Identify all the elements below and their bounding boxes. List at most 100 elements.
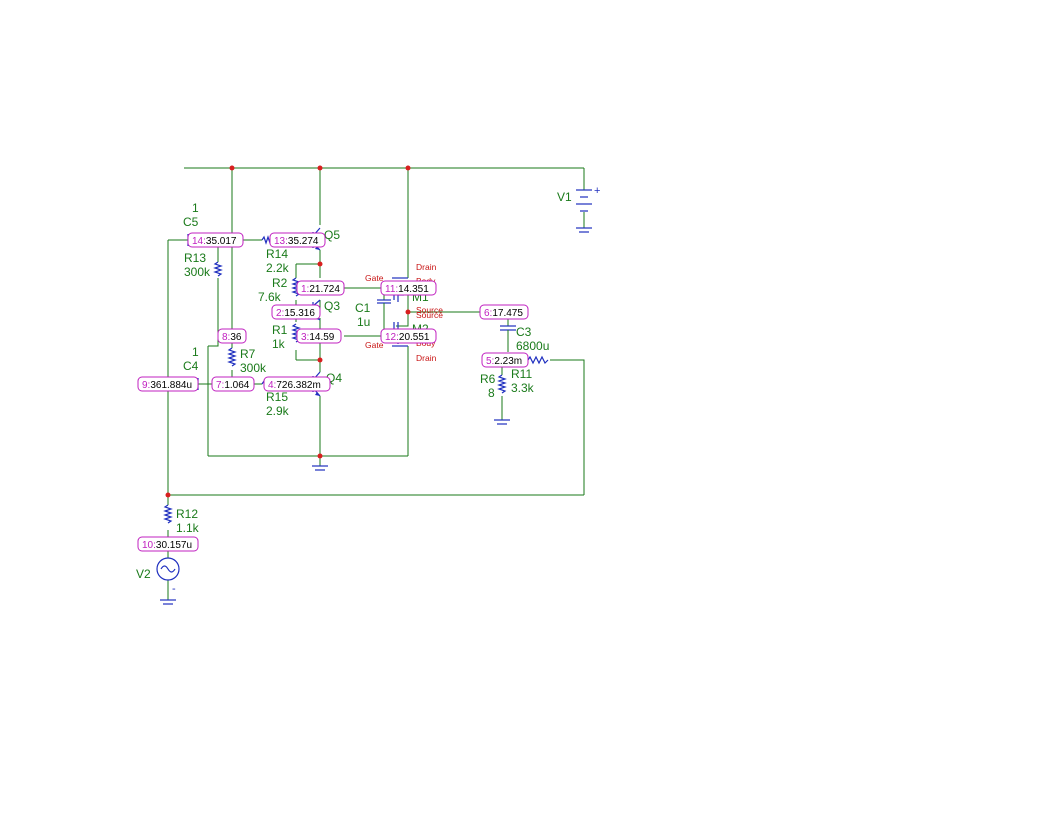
probe-node-13-value: 35.274 (288, 236, 319, 247)
probe-node-2-value: 15.316 (284, 308, 315, 319)
mosfet-pin-labels: Drain Body Gate Source Source Body Gate … (365, 262, 443, 363)
probe-node-10-value: 30.157u (156, 540, 192, 551)
pin-source-m1: Source (416, 305, 443, 315)
probe-node-1-id: 1: (301, 284, 309, 295)
resistor-r1 (291, 323, 301, 343)
probe-node-4-id: 4: (268, 380, 276, 391)
label-r13-value: 300k (184, 265, 211, 279)
label-c1: C1 (355, 301, 371, 315)
label-r2-value: 7.6k (258, 290, 282, 304)
probe-node-3-id: 3: (301, 332, 309, 343)
probe-node-8-id: 8: (222, 332, 230, 343)
probe-node-12-value: 20.551 (399, 332, 430, 343)
label-r1: R1 (272, 323, 288, 337)
resistor-r12 (163, 504, 173, 524)
label-r13: R13 (184, 251, 206, 265)
probe-node-6-id: 6: (484, 308, 492, 319)
pin-drain-m2: Drain (416, 353, 437, 363)
label-v1: V1 (557, 190, 572, 204)
label-c3: C3 (516, 325, 532, 339)
label-q3: Q3 (324, 299, 340, 313)
probe-node-6[interactable]: 6: 17.475 (479, 304, 529, 320)
probe-node-3[interactable]: 3: 14.59 (296, 328, 342, 344)
probe-node-7-value: 1.064 (224, 380, 249, 391)
probe-node-3-value: 14.59 (309, 332, 334, 343)
capacitor-c3 (500, 325, 516, 338)
probe-node-6-value: 17.475 (492, 308, 523, 319)
probe-node-2[interactable]: 2: 15.316 (271, 304, 321, 320)
probe-node-5-id: 5: (486, 356, 494, 367)
pin-gate-m2: Gate (365, 340, 384, 350)
probe-node-7-id: 7: (216, 380, 224, 391)
probe-node-5-value: 2.23m (494, 356, 522, 367)
component-labels: V1 + 1 C5 R14 2.2k R13 300k Q5 R2 7.6k Q… (136, 185, 600, 595)
probe-node-4[interactable]: 4: 726.382m (263, 376, 331, 392)
pin-gate-m1: Gate (365, 273, 384, 283)
resistor-r11 (527, 355, 549, 365)
junctions (165, 165, 411, 498)
probe-node-11-value: 14.351 (398, 284, 429, 295)
resistor-r6 (497, 374, 507, 394)
label-r2: R2 (272, 276, 288, 290)
probe-node-13[interactable]: 13: 35.274 (269, 232, 326, 248)
pin-source-m2: Source (416, 310, 443, 320)
probe-node-7[interactable]: 7: 1.064 (211, 376, 255, 392)
pin-drain-m1: Drain (416, 262, 437, 272)
probe-node-10-id: 10: (142, 540, 156, 551)
battery-v1 (576, 189, 592, 212)
probe-node-14[interactable]: 14: 35.017 (187, 232, 244, 248)
label-r15: R15 (266, 390, 288, 404)
probe-node-11-id: 11: (385, 284, 398, 295)
label-r11-value: 3.3k (511, 381, 535, 395)
capacitor-c1 (377, 299, 391, 322)
probe-node-14-id: 14: (192, 236, 206, 247)
label-v2: V2 (136, 567, 151, 581)
symbol-plus-v1: + (594, 185, 600, 197)
probe-node-8[interactable]: 8: 36 (217, 328, 247, 344)
voltage-probes: 14: 35.017 13: 35.274 1: 21.724 11: 14.3… (137, 232, 529, 552)
label-r15-value: 2.9k (266, 404, 290, 418)
label-r7-value: 300k (240, 361, 267, 375)
probe-node-8-value: 36 (230, 332, 242, 343)
label-r1-value: 1k (272, 337, 286, 351)
label-r6-value: 8 (488, 386, 495, 400)
ac-source-v2 (156, 557, 180, 581)
probe-node-9[interactable]: 9: 361.884u (137, 376, 199, 392)
probe-node-12[interactable]: 12: 20.551 (380, 328, 437, 344)
ground-v2 (160, 599, 176, 605)
label-c5: C5 (183, 215, 199, 229)
label-c5-value: 1 (192, 201, 199, 215)
probe-node-4-value: 726.382m (276, 380, 320, 391)
probe-node-9-value: 361.884u (150, 380, 192, 391)
label-q5: Q5 (324, 228, 340, 242)
probe-node-10[interactable]: 10: 30.157u (137, 536, 199, 552)
label-c4: C4 (183, 359, 199, 373)
label-c1-value: 1u (357, 315, 370, 329)
resistor-r13 (213, 261, 223, 277)
resistor-r2 (291, 277, 301, 297)
label-r12-value: 1.1k (176, 521, 200, 535)
label-r12: R12 (176, 507, 198, 521)
probe-node-12-id: 12: (385, 332, 399, 343)
wires (167, 167, 585, 600)
probe-node-13-id: 13: (274, 236, 288, 247)
label-r6: R6 (480, 372, 496, 386)
resistor-r7 (227, 347, 237, 367)
label-r7: R7 (240, 347, 256, 361)
label-c4-value: 1 (192, 345, 199, 359)
label-r11: R11 (511, 367, 532, 381)
probe-node-1-value: 21.724 (309, 284, 340, 295)
label-r14-value: 2.2k (266, 261, 290, 275)
ground-r6 (494, 419, 510, 425)
label-c3-value: 6800u (516, 339, 549, 353)
ground-v1 (576, 227, 592, 233)
probe-node-1[interactable]: 1: 21.724 (296, 280, 345, 296)
probe-node-14-value: 35.017 (206, 236, 237, 247)
ground-bottom-rail (312, 465, 328, 471)
probe-node-11[interactable]: 11: 14.351 (380, 280, 437, 296)
label-r14: R14 (266, 247, 288, 261)
probe-node-5[interactable]: 5: 2.23m (481, 352, 529, 368)
probe-node-2-id: 2: (276, 308, 284, 319)
